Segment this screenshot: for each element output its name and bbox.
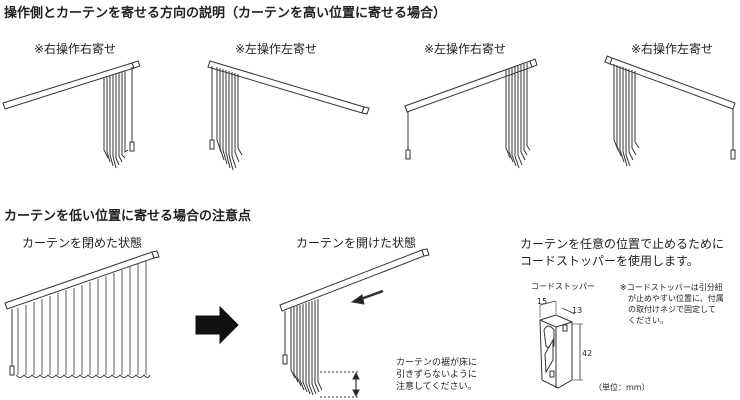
rail <box>207 60 365 114</box>
cord-weight <box>129 141 135 152</box>
cord-weight <box>209 139 215 150</box>
panel-4-diagram <box>604 55 736 167</box>
gather-arrowhead <box>350 294 365 305</box>
stopper-note-line-2: が止めやすい位置に、付属 <box>628 294 724 303</box>
unit-note: （単位：mm） <box>594 383 650 392</box>
cord-weight <box>9 365 15 376</box>
dimension-depth: 13 <box>572 306 583 315</box>
cord-stopper-diagram <box>539 300 583 389</box>
panel-3-diagram <box>404 58 538 169</box>
notice-line-2: 引きずらないように <box>396 370 477 380</box>
hem <box>15 374 151 378</box>
stopper-note-line-1: ※コードストッパーは引分紐 <box>620 283 723 292</box>
top-section-title: 操作側とカーテンを寄せる方向の説明（カーテンを高い位置に寄せる場合） <box>4 6 447 21</box>
cord-weight <box>730 149 736 160</box>
slats <box>505 63 531 169</box>
rail <box>4 251 155 310</box>
stopper-note-line-4: ください。 <box>628 316 668 325</box>
rail-endcap <box>529 58 538 68</box>
stopper-name: コードストッパー <box>531 282 595 291</box>
cord-weight <box>405 149 411 160</box>
dimension-width: 15 <box>537 297 548 306</box>
closed-slats <box>17 261 147 375</box>
rail-endcap <box>151 250 160 259</box>
rail <box>404 60 533 113</box>
panel-label-right-op-left: ※右操作左寄せ <box>631 42 714 56</box>
dimension-height: 42 <box>582 349 593 358</box>
panel-label-left-op-left: ※左操作左寄せ <box>235 42 318 56</box>
next-arrow <box>195 305 239 345</box>
rail-endcap <box>131 60 141 69</box>
rail-endcap <box>604 55 613 65</box>
notice-line-1: カーテンの裾が床に <box>396 358 478 368</box>
panel-1-diagram <box>2 60 141 169</box>
cord-weight <box>282 354 288 365</box>
rail-endcap <box>361 106 370 115</box>
stopper-heading-line-2: コードストッパーを使用します。 <box>520 254 699 268</box>
rail-endcap <box>421 248 430 257</box>
panel-label-right-op-right: ※右操作右寄せ <box>34 42 117 56</box>
panel-label-left-op-right: ※左操作右寄せ <box>424 42 507 56</box>
open-state-label: カーテンを開けた状態 <box>296 236 417 250</box>
bottom-section-title: カーテンを低い位置に寄せる場合の注意点 <box>4 209 252 224</box>
notice-line-3: 注意してください。 <box>396 382 477 392</box>
closed-state-label: カーテンを閉めた状態 <box>22 236 143 250</box>
stopper-heading-line-1: カーテンを任意の位置で止めるために <box>520 237 725 251</box>
panel-2-diagram <box>207 60 370 171</box>
closed-curtain-diagram <box>4 250 160 378</box>
open-slats <box>290 299 323 396</box>
open-curtain-diagram <box>279 248 430 398</box>
slats <box>103 71 129 169</box>
slats <box>216 67 243 171</box>
stopper-note-line-3: の取付けネジで固定して <box>628 305 716 314</box>
rail <box>2 62 135 110</box>
slats <box>613 64 640 167</box>
